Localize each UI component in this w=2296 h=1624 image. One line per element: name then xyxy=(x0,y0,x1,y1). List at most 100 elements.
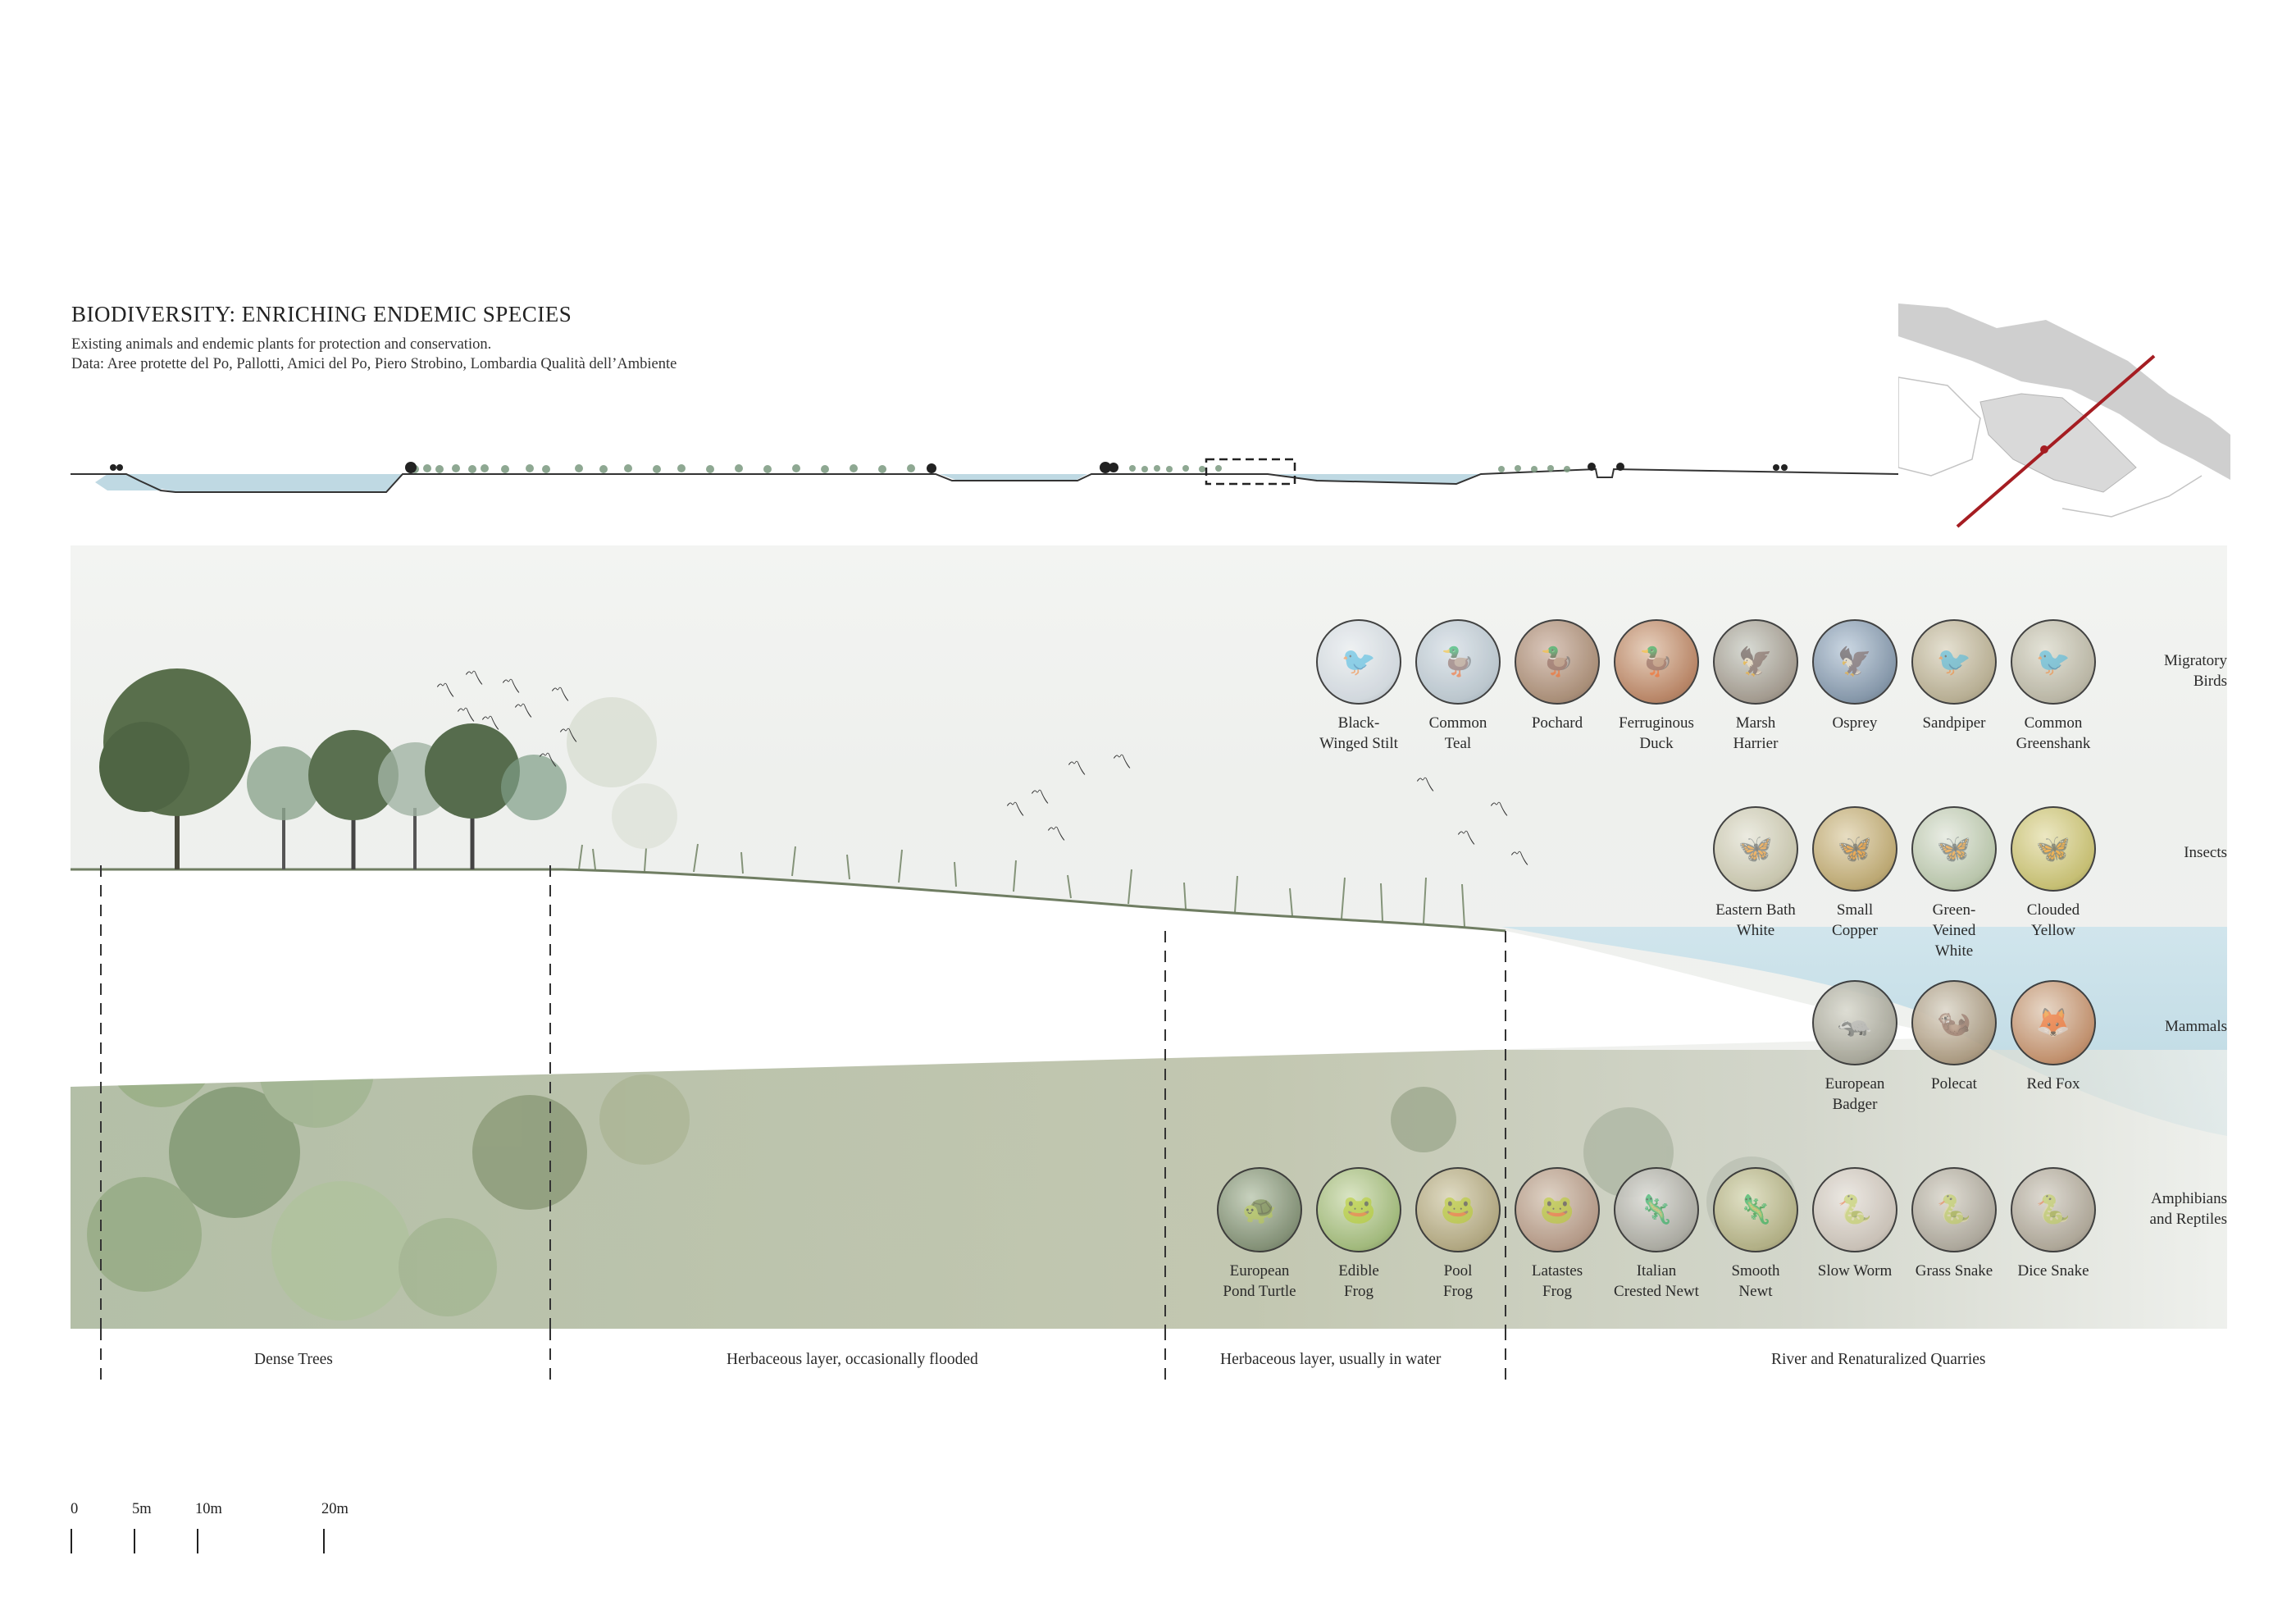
zone-label-river-quarries: River and Renaturalized Quarries xyxy=(1771,1351,1986,1368)
raptor-icon: 🦅 xyxy=(1713,619,1798,705)
group-label-mammals: Mammals xyxy=(2121,1016,2227,1037)
species-name-line: Pool xyxy=(1443,1262,1473,1280)
scale-label-10m: 10m xyxy=(195,1501,222,1517)
scale-label-5m: 5m xyxy=(132,1501,152,1517)
ground-line xyxy=(71,868,1506,933)
species-name: Slow Worm xyxy=(1793,1261,1916,1281)
badger-icon: 🦡 xyxy=(1812,980,1897,1065)
road-line xyxy=(2061,475,2203,518)
ground-line xyxy=(71,468,1899,493)
svg-text:〽: 〽 xyxy=(501,675,521,698)
species-name-line: Marsh xyxy=(1735,714,1776,732)
zone-dividers xyxy=(100,865,1506,1329)
duck-icon: 🦆 xyxy=(1614,619,1699,705)
species-name: Dice Snake xyxy=(1992,1261,2115,1281)
land-parcels xyxy=(1898,376,1981,477)
species-name-line: Latastes xyxy=(1531,1262,1583,1280)
species-name: Sandpiper xyxy=(1893,713,2016,733)
bird-icon: 🐦 xyxy=(1316,619,1401,705)
frog-icon: 🐸 xyxy=(1515,1167,1600,1252)
svg-text:〽: 〽 xyxy=(1489,798,1509,821)
data-source-text: Data: Aree protette del Po, Pallotti, Am… xyxy=(71,356,677,372)
species-name-line: Yellow xyxy=(2030,922,2076,939)
newt-icon: 🦎 xyxy=(1614,1167,1699,1252)
species-name-line: Osprey xyxy=(1832,714,1878,732)
species-name-line: Black- xyxy=(1337,714,1380,732)
locator-map xyxy=(1898,303,2230,537)
species-name-line: Greenshank xyxy=(2016,735,2091,752)
svg-text:〽: 〽 xyxy=(558,724,578,747)
group-label-line: and Reptiles xyxy=(2149,1211,2227,1228)
svg-text:〽: 〽 xyxy=(1112,750,1132,773)
zone-divider-tails xyxy=(100,1329,1506,1382)
section-detail-marker xyxy=(1205,458,1296,486)
butterfly-icon: 🦋 xyxy=(1911,806,1997,892)
species-card-migratory-birds: 🦅Osprey xyxy=(1793,619,1916,733)
scale-label-0: 0 xyxy=(71,1501,79,1517)
species-name: Grass Snake xyxy=(1893,1261,2016,1281)
svg-text:〽: 〽 xyxy=(1046,823,1066,846)
species-card-migratory-birds: 🐦Sandpiper xyxy=(1893,619,2016,733)
page-title: BIODIVERSITY: ENRICHING ENDEMIC SPECIES xyxy=(71,302,572,326)
snake-icon: 🐍 xyxy=(1812,1167,1897,1252)
turtle-icon: 🐢 xyxy=(1217,1167,1302,1252)
scale-tick xyxy=(197,1529,198,1553)
group-label-line: Mammals xyxy=(2165,1018,2227,1035)
species-name: Red Fox xyxy=(1992,1074,2115,1094)
species-name-line: Smooth xyxy=(1731,1262,1780,1280)
species-name-line: Small xyxy=(1836,901,1874,919)
frog-icon: 🐸 xyxy=(1316,1167,1401,1252)
svg-text:〽: 〽 xyxy=(538,749,558,772)
fox-icon: 🦊 xyxy=(2011,980,2096,1065)
species-name-line: Common xyxy=(2024,714,2083,732)
ground-section xyxy=(71,869,1957,1087)
svg-text:〽: 〽 xyxy=(1005,798,1025,821)
species-name-line: Winged Stilt xyxy=(1319,735,1398,752)
svg-text:〽: 〽 xyxy=(1415,773,1435,796)
group-label-line: Birds xyxy=(2193,673,2227,690)
svg-text:〽: 〽 xyxy=(1067,757,1086,780)
vegetation-row xyxy=(411,464,1570,473)
species-name-line: Frog xyxy=(1542,1283,1572,1300)
section-cut-line xyxy=(1956,354,2156,528)
overview-section-strip xyxy=(71,458,1899,493)
svg-text:〽: 〽 xyxy=(456,704,476,727)
svg-text:〽: 〽 xyxy=(513,700,533,723)
svg-text:〽: 〽 xyxy=(1030,786,1050,809)
zone-label-usually-in-water: Herbaceous layer, usually in water xyxy=(1220,1351,1442,1368)
species-name-line: Edible xyxy=(1338,1262,1379,1280)
species-name: Pochard xyxy=(1496,713,1619,733)
group-label-line: Insects xyxy=(2184,844,2227,861)
species-name-line: Red Fox xyxy=(2026,1075,2080,1093)
scale-label-20m: 20m xyxy=(321,1501,348,1517)
species-name-line: European xyxy=(1229,1262,1290,1280)
species-name-line: Italian xyxy=(1636,1262,1677,1280)
species-name-line: Green- xyxy=(1932,901,1976,919)
species-name-line: Clouded xyxy=(2026,901,2080,919)
butterfly-icon: 🦋 xyxy=(2011,806,2096,892)
species-name-line: Dice Snake xyxy=(2017,1262,2089,1280)
species-name-line: Frog xyxy=(1443,1283,1473,1300)
species-name-line: European xyxy=(1824,1075,1885,1093)
species-name-line: Duck xyxy=(1639,735,1674,752)
